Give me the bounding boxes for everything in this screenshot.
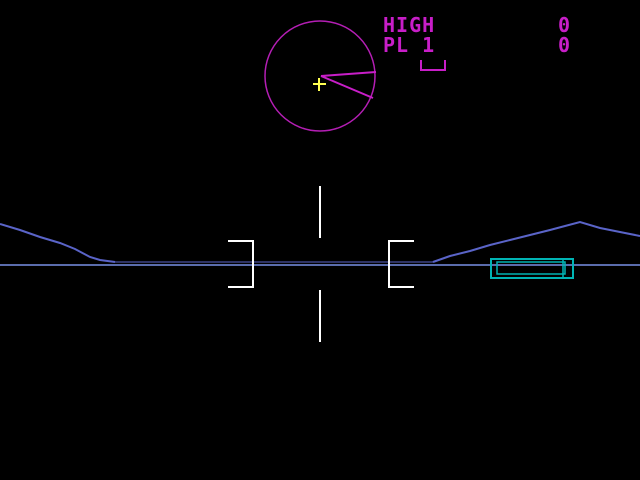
mountain-range-left bbox=[0, 223, 116, 263]
high-score-label: HIGH bbox=[383, 13, 436, 37]
radar-sweep-cone bbox=[320, 71, 377, 99]
crosshair-reticle-icon bbox=[228, 186, 414, 342]
radar-center-cross bbox=[313, 78, 326, 91]
high-score-value: 0 bbox=[558, 13, 572, 37]
player-score-value: 0 bbox=[558, 33, 572, 57]
radar-circle bbox=[264, 20, 376, 132]
enemy-tank-icon bbox=[490, 258, 574, 279]
player-label: PL 1 bbox=[383, 33, 436, 57]
radar-scope-icon bbox=[264, 20, 377, 132]
tank-life-icon bbox=[420, 60, 446, 71]
mountain-range-right bbox=[432, 220, 640, 263]
